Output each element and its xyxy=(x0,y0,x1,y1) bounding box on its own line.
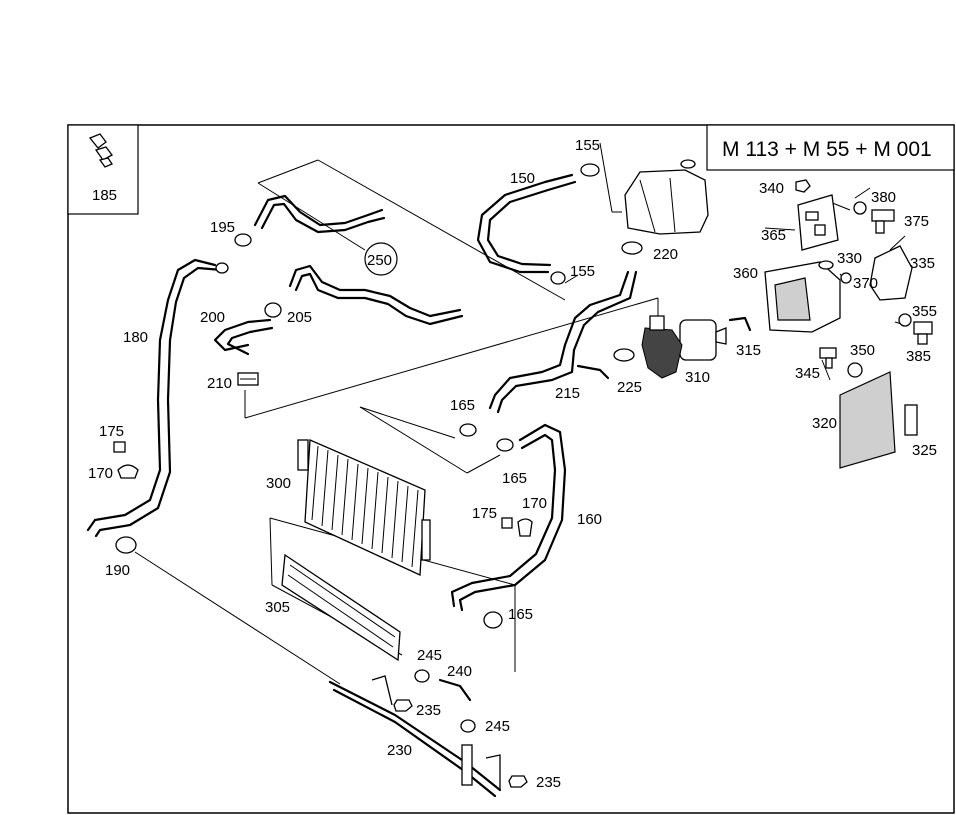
nut-235-a xyxy=(393,699,413,712)
callout-315: 315 xyxy=(736,342,761,359)
callout-230: 230 xyxy=(387,742,412,759)
callout-195: 195 xyxy=(210,219,235,236)
nut-340 xyxy=(795,179,811,193)
callout-175-middle: 175 xyxy=(472,505,497,522)
clamp-155-top xyxy=(580,163,600,177)
clamp-245-a xyxy=(414,669,430,683)
bolt-345 xyxy=(819,347,837,369)
cover-335 xyxy=(869,245,913,301)
hose-215 xyxy=(488,270,638,414)
clamp-190 xyxy=(115,536,137,554)
callout-240: 240 xyxy=(447,663,472,680)
callout-370: 370 xyxy=(853,275,878,292)
callout-235-b: 235 xyxy=(536,774,561,791)
callout-330: 330 xyxy=(837,250,862,267)
callout-320: 320 xyxy=(812,415,837,432)
callout-360: 360 xyxy=(733,265,758,282)
washer-350 xyxy=(847,362,863,378)
callout-365: 365 xyxy=(761,227,786,244)
callout-340: 340 xyxy=(759,180,784,197)
callout-245-a: 245 xyxy=(417,647,442,664)
hose-150 xyxy=(476,173,577,274)
callout-210: 210 xyxy=(207,375,232,392)
clamp-210 xyxy=(237,372,259,386)
heat-shield-360 xyxy=(764,261,841,333)
water-pump xyxy=(613,315,727,379)
callout-380: 380 xyxy=(871,189,896,206)
clamp-165-b xyxy=(496,438,514,452)
nut-175-middle xyxy=(501,517,513,529)
washer-380 xyxy=(853,201,867,215)
hose-160 xyxy=(450,423,567,612)
hose-250 xyxy=(253,194,464,326)
clamp-195 xyxy=(215,233,252,274)
callout-220: 220 xyxy=(653,246,678,263)
callout-385: 385 xyxy=(906,348,931,365)
callout-165-c: 165 xyxy=(508,606,533,623)
callout-245-b: 245 xyxy=(485,718,510,735)
callout-325: 325 xyxy=(912,442,937,459)
callout-165-b: 165 xyxy=(502,470,527,487)
washer-355 xyxy=(898,313,912,327)
callout-300: 300 xyxy=(266,475,291,492)
bolt-385 xyxy=(913,321,933,345)
callout-200: 200 xyxy=(200,309,225,326)
callout-355: 355 xyxy=(912,303,937,320)
callout-bubble-250 xyxy=(364,242,398,276)
callout-175-left: 175 xyxy=(99,423,124,440)
callout-305: 305 xyxy=(265,599,290,616)
callout-205: 205 xyxy=(287,309,312,326)
hose-200 xyxy=(213,318,274,356)
callout-215: 215 xyxy=(555,385,580,402)
callout-155-mid: 155 xyxy=(570,263,595,280)
callout-150: 150 xyxy=(510,170,535,187)
expansion-tank xyxy=(621,159,709,255)
pipe-230 xyxy=(328,675,502,798)
cooler-305 xyxy=(281,553,401,662)
callout-165-a: 165 xyxy=(450,397,475,414)
bracket-365 xyxy=(797,194,839,251)
clamp-205 xyxy=(264,302,282,318)
callout-225: 225 xyxy=(617,379,642,396)
shield-320 xyxy=(839,371,918,469)
callout-155-top: 155 xyxy=(575,137,600,154)
clip-185-icon xyxy=(88,133,113,168)
hose-240 xyxy=(438,678,472,702)
nut-175-left xyxy=(113,441,126,453)
callout-250: 250 xyxy=(367,252,392,269)
clip-170-left xyxy=(117,464,139,479)
callout-160: 160 xyxy=(577,511,602,528)
callout-170-middle: 170 xyxy=(522,495,547,512)
radiator-300 xyxy=(297,439,431,576)
clamp-165-a xyxy=(459,423,477,437)
callout-375: 375 xyxy=(904,213,929,230)
clamp-155-mid xyxy=(550,271,566,285)
nut-235-b xyxy=(508,775,528,788)
title-box xyxy=(706,124,955,171)
callout-180: 180 xyxy=(123,329,148,346)
callout-350: 350 xyxy=(850,342,875,359)
clip-170-middle xyxy=(517,518,533,537)
pin-330 xyxy=(818,260,834,270)
callout-310: 310 xyxy=(685,369,710,386)
callout-345: 345 xyxy=(795,365,820,382)
bolt-375 xyxy=(871,209,895,234)
clamp-245-b xyxy=(460,719,476,733)
washer-370 xyxy=(840,272,852,284)
callout-170-left: 170 xyxy=(88,465,113,482)
callout-185: 185 xyxy=(92,187,117,204)
callout-235-a: 235 xyxy=(416,702,441,719)
hose-180 xyxy=(86,258,224,538)
clamp-165-c xyxy=(483,611,503,629)
hose-315 xyxy=(728,316,752,332)
title-text: M 113 + M 55 + M 001 xyxy=(722,138,932,161)
callout-190: 190 xyxy=(105,562,130,579)
callout-335: 335 xyxy=(910,255,935,272)
